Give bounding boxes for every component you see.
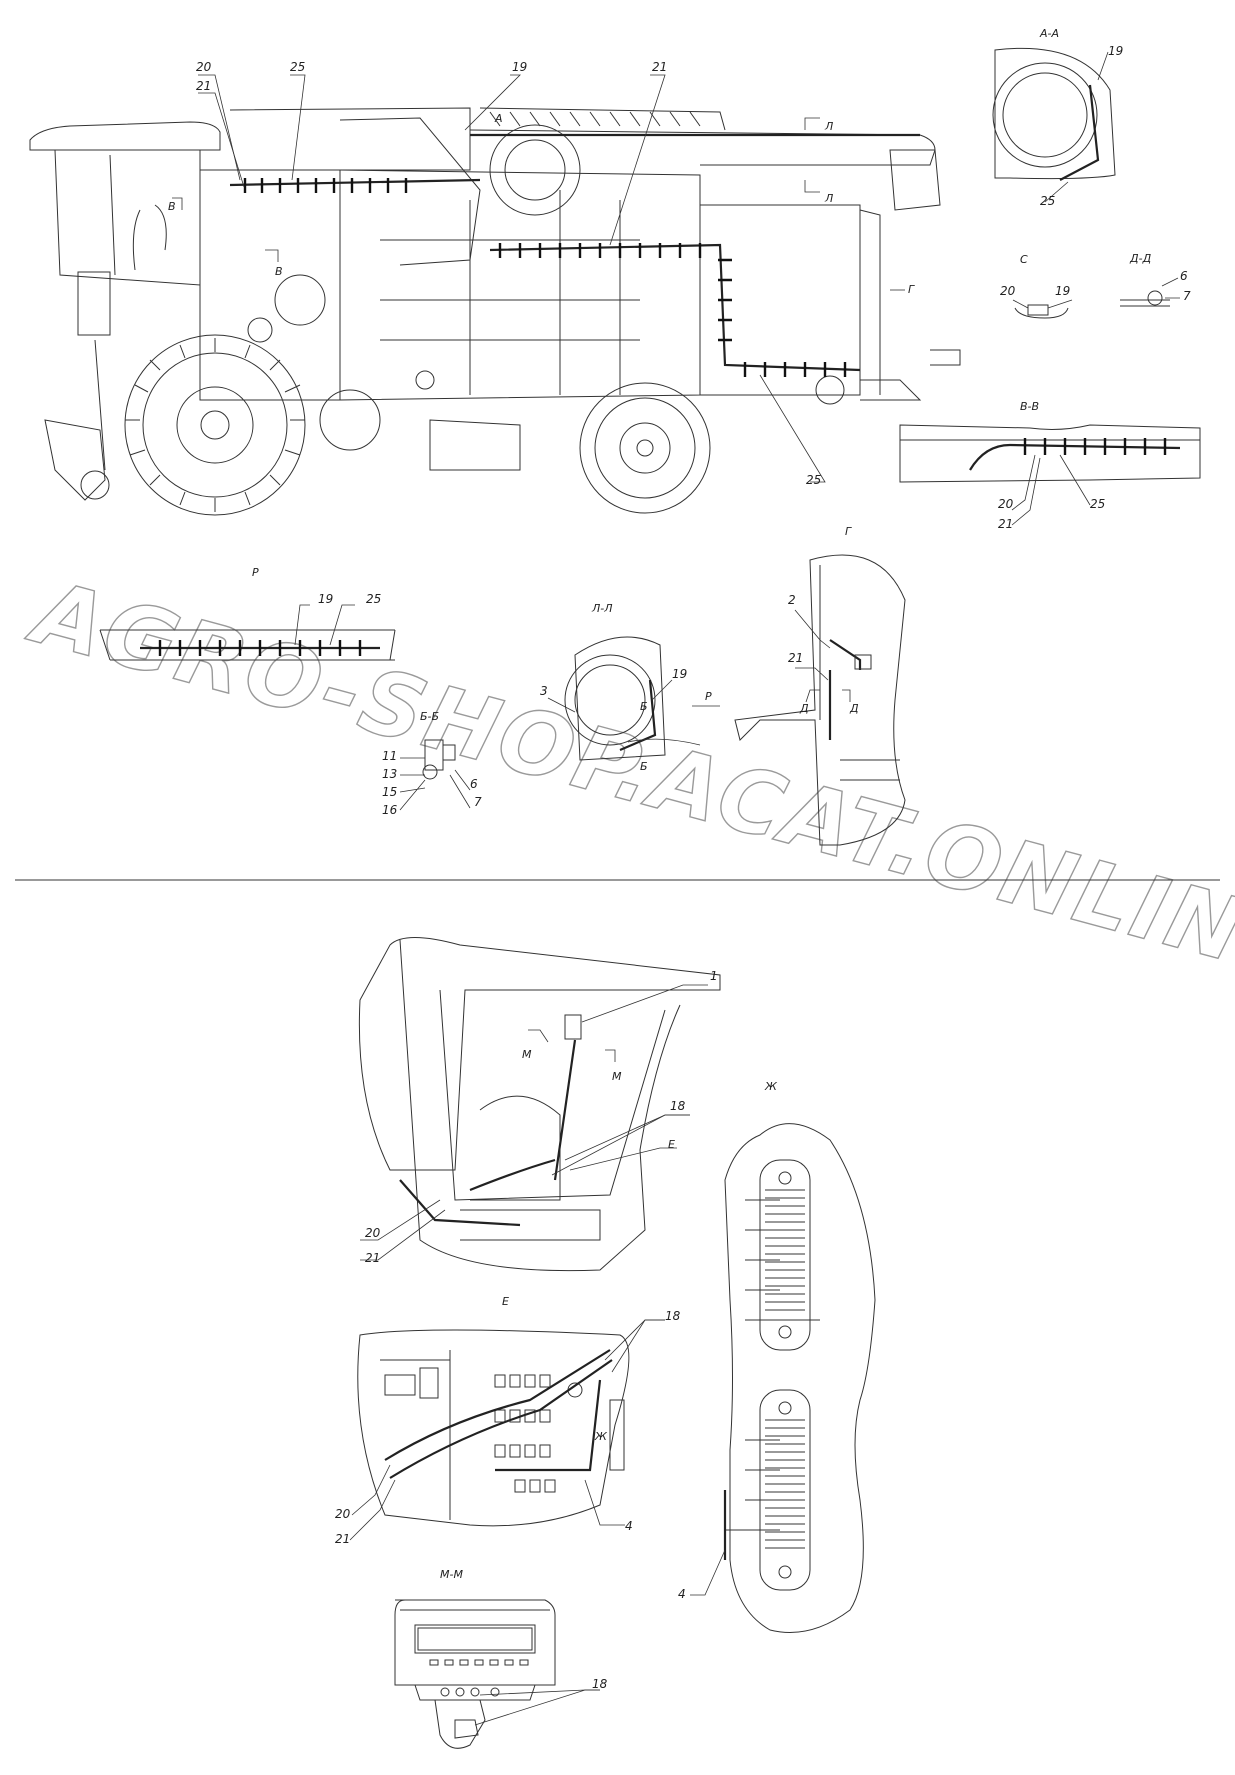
callout-2: 2 — [788, 593, 796, 607]
section-marker-b: Б — [640, 760, 648, 773]
callout-19: 19 — [1108, 44, 1123, 58]
callout-7: 7 — [474, 795, 482, 809]
section-marker-m: М — [522, 1048, 532, 1061]
section-label-s: С — [1020, 253, 1028, 266]
callout-15: 15 — [382, 785, 397, 799]
section-dd: Д-Д 6 7 — [1120, 252, 1191, 307]
callout-19: 19 — [672, 667, 687, 681]
callout-21: 21 — [335, 1532, 350, 1546]
section-marker-l: Л — [824, 120, 833, 133]
view-g: Г 2 21 Д Д — [734, 525, 906, 846]
section-label-e: Е — [502, 1295, 509, 1308]
callout-18: 18 — [670, 1099, 686, 1113]
callout-21: 21 — [652, 60, 667, 74]
section-label-mm: М-М — [440, 1568, 463, 1581]
section-s: С 20 19 — [1000, 253, 1073, 319]
section-mm: М-М 18 — [394, 1568, 608, 1749]
callout-20: 20 — [196, 60, 212, 74]
callout-3: 3 — [540, 684, 548, 698]
callout-25: 25 — [290, 60, 305, 74]
callout-19: 19 — [318, 592, 333, 606]
callout-13: 13 — [382, 767, 397, 781]
combine-side-view — [29, 74, 961, 516]
section-label-r: Р — [252, 566, 259, 579]
callout-7: 7 — [1183, 289, 1191, 303]
section-marker-zh: Ж — [594, 1430, 608, 1443]
callout-21: 21 — [196, 79, 211, 93]
section-label-vv: В-В — [1020, 400, 1039, 413]
section-marker-e: Е — [668, 1138, 675, 1151]
callout-18: 18 — [592, 1677, 608, 1691]
view-r: Р 19 25 — [99, 566, 396, 661]
section-marker-a: А — [494, 112, 503, 125]
callout-20: 20 — [365, 1226, 381, 1240]
section-marker-r: Р — [705, 690, 712, 703]
section-aa: А-А 19 25 — [992, 27, 1123, 208]
callout-1: 1 — [710, 969, 718, 983]
section-label-zh: Ж — [764, 1080, 778, 1093]
section-label-dd: Д-Д — [1129, 252, 1152, 265]
cab-detail: 1 18 Е 20 21 М М — [358, 937, 721, 1272]
section-marker-d: Д — [849, 702, 859, 715]
callout-19: 19 — [512, 60, 527, 74]
section-marker-d: Д — [799, 702, 809, 715]
callout-18: 18 — [665, 1309, 681, 1323]
section-label-bb: Б-Б — [420, 710, 439, 723]
callout-11: 11 — [382, 749, 397, 763]
relay-rows — [494, 1374, 556, 1493]
callout-21: 21 — [998, 517, 1013, 531]
callout-25: 25 — [1040, 194, 1055, 208]
section-marker-b: Б — [640, 700, 648, 713]
section-marker-g: Г — [908, 283, 915, 296]
callout-6: 6 — [1180, 269, 1188, 283]
watermark-text: AGRO-SHOP.ACAT.ONLINE — [19, 559, 1235, 999]
callout-19: 19 — [1055, 284, 1070, 298]
callout-20: 20 — [335, 1507, 351, 1521]
callout-6: 6 — [470, 777, 478, 791]
section-marker-l: Л — [824, 192, 833, 205]
callout-20: 20 — [1000, 284, 1016, 298]
section-marker-v: В — [275, 265, 283, 278]
callout-21: 21 — [365, 1251, 380, 1265]
section-bb: Б-Б 11 13 15 16 6 7 — [382, 710, 482, 817]
callout-21: 21 — [788, 651, 803, 665]
section-vv: В-В 20 21 25 — [899, 400, 1201, 531]
terminal-strips — [765, 1189, 805, 1549]
section-ll: Л-Л 3 19 Р Б Б — [540, 602, 720, 773]
section-marker-m: М — [612, 1070, 622, 1083]
callout-25: 25 — [366, 592, 381, 606]
view-zh: Ж 4 — [678, 1080, 876, 1633]
section-label-aa: А-А — [1039, 27, 1059, 40]
main-view-labels: 20 21 25 19 21 25 А Л Л В В Г — [168, 60, 915, 487]
view-e: Е 18 Ж 20 21 4 — [335, 1295, 681, 1546]
callout-4: 4 — [625, 1519, 633, 1533]
callout-25: 25 — [1090, 497, 1105, 511]
section-label-g: Г — [845, 525, 852, 538]
section-marker-v: В — [168, 200, 176, 213]
callout-16: 16 — [382, 803, 398, 817]
section-label-ll: Л-Л — [591, 602, 613, 615]
callout-4: 4 — [678, 1587, 686, 1601]
callout-25: 25 — [806, 473, 821, 487]
watermark: AGRO-SHOP.ACAT.ONLINE — [18, 559, 1235, 1001]
callout-20: 20 — [998, 497, 1014, 511]
